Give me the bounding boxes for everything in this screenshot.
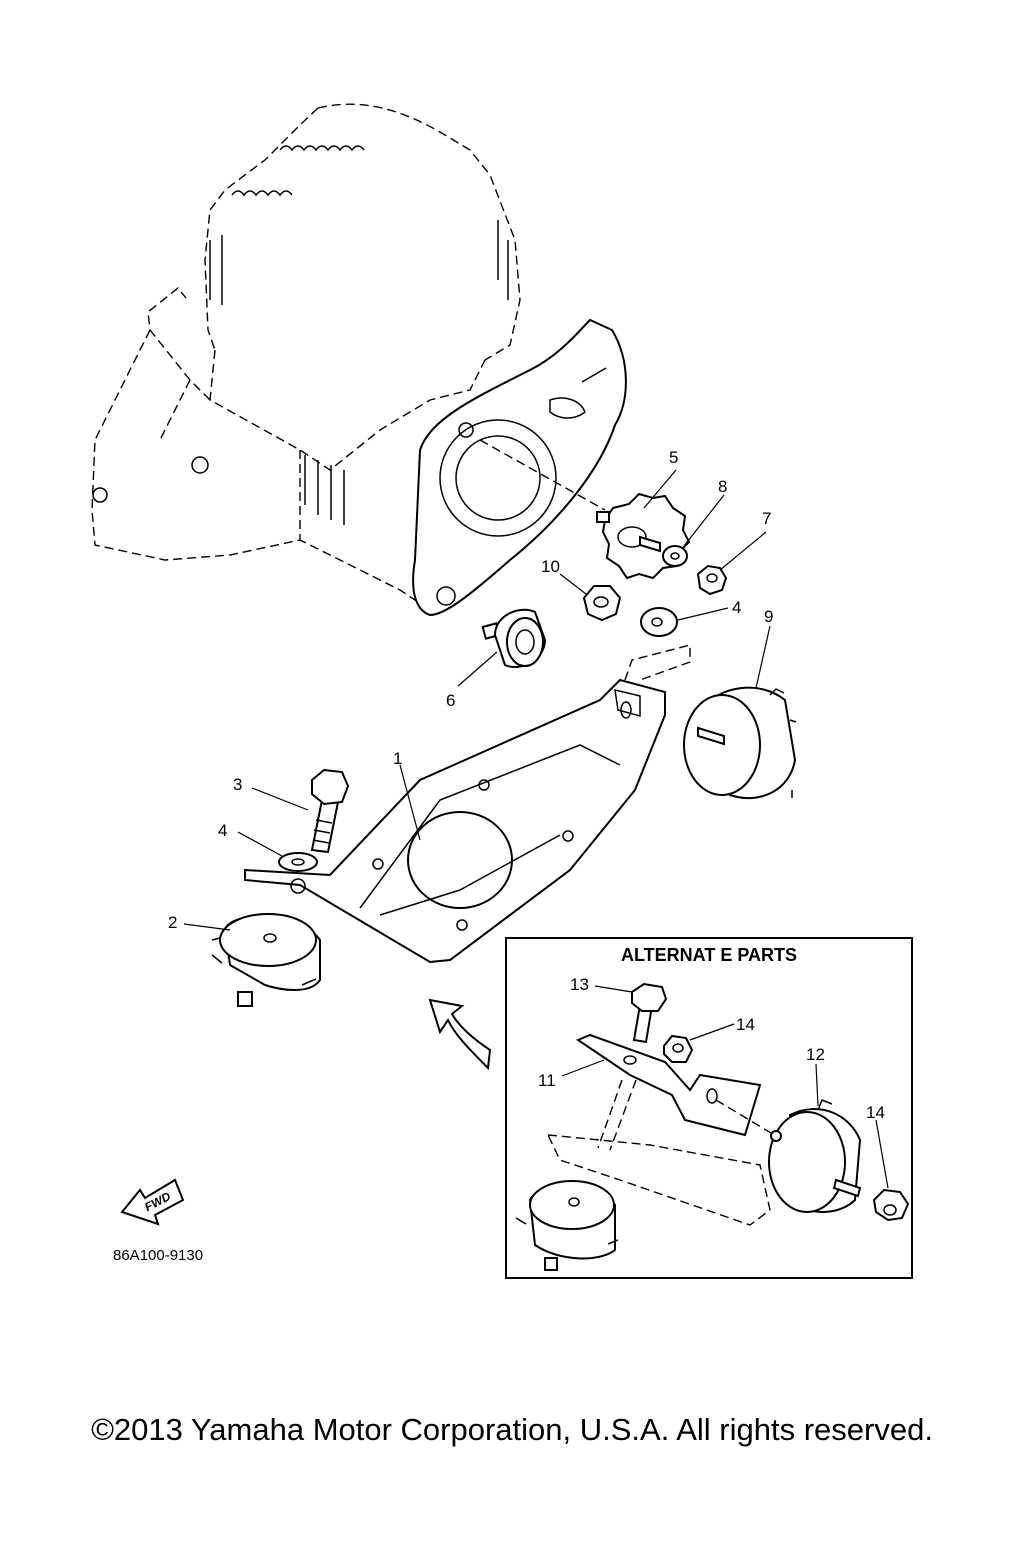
part-10-nut [582, 585, 622, 622]
part-4-washer-lower [278, 852, 318, 872]
callout-2: 2 [168, 913, 177, 932]
part-7-nut [696, 564, 728, 596]
part-11-bracket [575, 1033, 762, 1137]
part-3-bolt [310, 768, 350, 854]
callout-13: 13 [570, 975, 589, 994]
callout-labels: 5 8 7 10 4 9 6 1 3 4 2 13 14 12 11 14 [168, 448, 885, 1122]
copyright-notice: ©2013 Yamaha Motor Corporation, U.S.A. A… [91, 1412, 933, 1447]
curved-arrow [428, 998, 492, 1071]
callout-1: 1 [393, 749, 402, 768]
part-4-washer-upper [640, 607, 678, 637]
callout-4-upper: 4 [732, 598, 741, 617]
part-14-nut-lower [872, 1188, 910, 1222]
part-2-mount [211, 913, 321, 1007]
part-12-mount [768, 1099, 862, 1213]
callout-10: 10 [541, 557, 560, 576]
callout-7: 7 [762, 509, 771, 528]
part-8-washer [662, 545, 688, 567]
leader-lines [183, 469, 889, 1189]
callout-14-upper: 14 [736, 1015, 755, 1034]
callout-11: 11 [538, 1071, 556, 1090]
inset-title: ALTERNAT E PARTS [621, 945, 797, 965]
callout-14-lower: 14 [866, 1103, 885, 1122]
fwd-arrow: FWD [120, 1178, 185, 1226]
inset-mount [515, 1180, 619, 1271]
alternate-parts-inset: ALTERNAT E PARTS [505, 937, 913, 1279]
callout-6: 6 [446, 691, 455, 710]
part-6-bearing [481, 608, 547, 668]
part-14-nut-upper [663, 1034, 694, 1063]
callout-4-lower: 4 [218, 821, 227, 840]
callout-12: 12 [806, 1045, 825, 1064]
callout-9: 9 [764, 607, 773, 626]
part-13-bolt [631, 982, 668, 1044]
engine-outline [91, 103, 627, 617]
part-9-engine-mount [683, 686, 797, 800]
reference-code: 86A100-9130 [113, 1247, 203, 1264]
callout-5: 5 [669, 448, 678, 467]
part-1-bracket [244, 644, 691, 964]
callout-3: 3 [233, 775, 242, 794]
callout-8: 8 [718, 477, 727, 496]
